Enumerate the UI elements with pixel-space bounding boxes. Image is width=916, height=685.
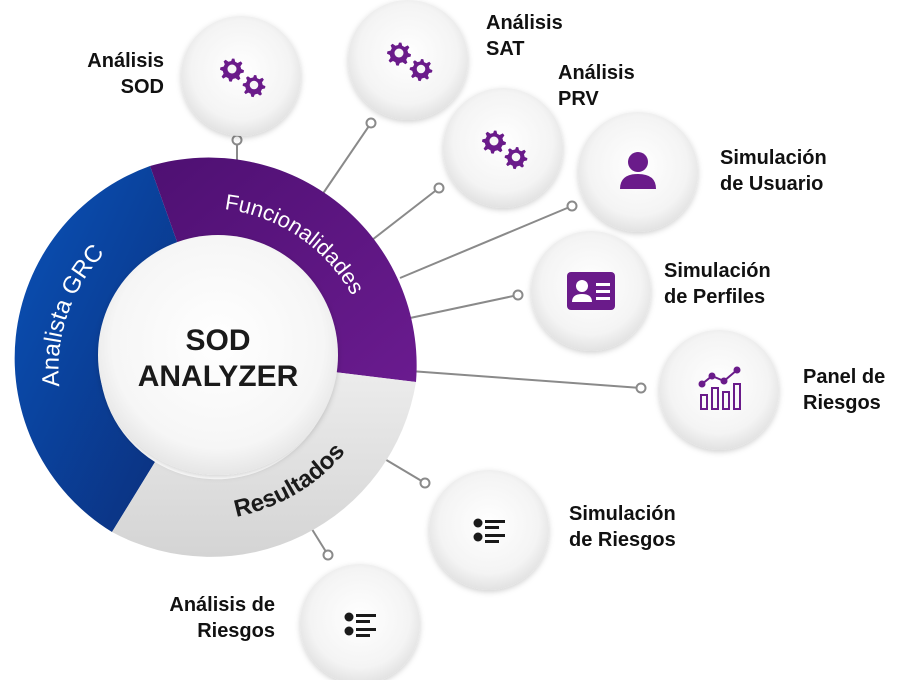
- connector-dot: [512, 289, 524, 301]
- user-icon: [620, 152, 656, 189]
- connector-simulacion-perfiles: [409, 294, 519, 319]
- connector-dot: [365, 117, 377, 129]
- connector-panel-riesgos: [409, 370, 642, 389]
- center-title-line1: SOD: [185, 324, 250, 357]
- center-circle: [98, 235, 338, 475]
- ring-segment-funcionalidades: [150, 157, 417, 382]
- ring-segment-resultados: [112, 372, 416, 557]
- node-analisis-prv: [443, 88, 563, 208]
- connector-analisis-prv: [371, 187, 440, 241]
- ring-segment-analista-grc: [14, 166, 180, 532]
- chart-icon: [698, 366, 741, 410]
- connector-dots: [231, 117, 647, 561]
- connector-analisis-sat: [321, 122, 372, 196]
- node-simulacion-riesgos: [429, 470, 549, 590]
- node-simulacion-usuario: [578, 112, 698, 232]
- node-analisis-riesgos: [300, 564, 420, 684]
- connector-dot: [566, 200, 578, 212]
- connector-lines: [236, 122, 642, 556]
- node-panel-riesgos: [659, 330, 779, 450]
- node-analisis-sod: [181, 16, 301, 136]
- profile-card-icon: [567, 272, 615, 310]
- connector-dot: [322, 549, 334, 561]
- node-analisis-sat: [348, 0, 468, 120]
- connector-simulacion-usuario: [399, 205, 573, 279]
- center-title-line2: ANALYZER: [138, 360, 299, 393]
- node-simulacion-perfiles: [531, 231, 651, 351]
- connector-dot: [433, 182, 445, 194]
- connector-dot: [635, 382, 647, 394]
- connector-dot: [231, 134, 243, 146]
- connector-dot: [419, 477, 431, 489]
